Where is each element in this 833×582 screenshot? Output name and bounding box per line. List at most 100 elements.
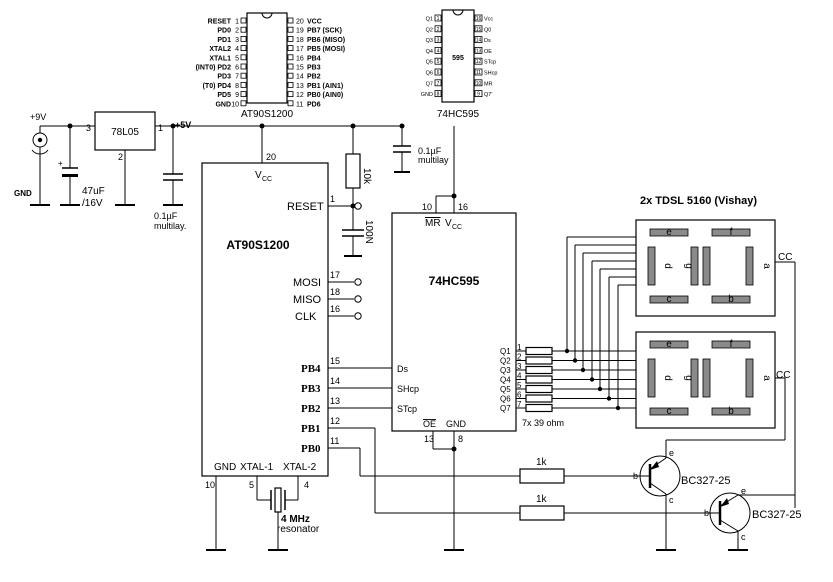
shift-register-body	[391, 212, 517, 432]
svg-text:5: 5	[249, 480, 254, 490]
svg-text:b: b	[633, 471, 638, 481]
q-output-pin: 4	[517, 372, 522, 381]
regulator-78l05	[94, 111, 156, 151]
shift-register-name: 74HC595	[429, 274, 480, 288]
cap-out-type: multilay.	[154, 221, 186, 231]
pinout-right-label: PB0 (AIN0)	[307, 92, 343, 99]
segment-resistor	[525, 375, 553, 384]
q-output-pin: 7	[517, 400, 522, 409]
transistor-2-icon	[709, 492, 751, 534]
svg-text:8: 8	[458, 434, 463, 444]
segment-label: b	[728, 406, 734, 417]
shift-gnd-label: GND	[446, 419, 467, 429]
resistor-array-label: 7x 39 ohm	[522, 418, 564, 428]
cap-in-value: 47uF	[82, 186, 105, 197]
q-output-pin: 2	[517, 353, 522, 362]
driver-resistor-2	[519, 505, 565, 521]
pb1-label: PB1	[301, 423, 321, 435]
pinout-chip-body	[246, 12, 288, 104]
pinout-595-notch	[452, 9, 464, 16]
pinout-left-label: (INT0) PD2	[196, 65, 232, 72]
svg-text:+: +	[58, 159, 63, 168]
reset-resistor	[345, 153, 361, 189]
segment-resistor	[525, 346, 553, 356]
transistor-drivers: 1k 1k b e c BC327-25 b e c BC32	[328, 427, 802, 551]
pinout-595-body-label: 595	[452, 55, 464, 62]
transistor-1-icon	[639, 455, 681, 497]
pinout-595-left-number: 4	[437, 48, 440, 54]
electrolytic-capacitor-icon	[62, 174, 78, 177]
pinout-595-right-label: Q7'	[484, 92, 492, 98]
segment-label: c	[667, 406, 672, 417]
pinout-right-number: 15	[296, 65, 304, 72]
segment-label: g	[683, 263, 694, 269]
q-output-label: Q2	[500, 357, 511, 366]
segment-label: d	[662, 263, 673, 269]
shcp-label: SHcp	[397, 384, 419, 394]
mcu-body	[201, 162, 329, 477]
pinout-left-label: GND	[215, 101, 231, 108]
q-output-pin: 5	[517, 381, 522, 390]
svg-text:3: 3	[86, 123, 91, 133]
svg-text:2: 2	[118, 152, 123, 162]
pinout-595-name: 74HC595	[437, 109, 480, 120]
pinout-left-number: 9	[235, 92, 239, 99]
oe-label: OE	[423, 419, 436, 429]
pb4-label: PB4	[301, 363, 321, 375]
pinout-right-number: 20	[296, 19, 304, 26]
mcu-name: AT90S1200	[226, 238, 289, 252]
pinout-595-right-number: 11	[476, 70, 481, 76]
segment-resistor	[525, 365, 553, 375]
pinout-right-label: PB1 (AIN1)	[307, 83, 343, 90]
pinout-right-number: 16	[296, 55, 304, 62]
cap-595-type: multilay	[418, 155, 449, 165]
pinout-left-number: 3	[235, 37, 239, 44]
pinout-right-number: 18	[296, 37, 304, 44]
svg-text:13: 13	[330, 396, 340, 406]
pinout-right-label: PB5 (MOSI)	[307, 46, 345, 53]
ds-label: Ds	[397, 364, 408, 374]
pinout-left-number: 8	[235, 83, 239, 90]
miso-terminal-icon	[354, 295, 362, 303]
pinout-595-left-label: Q3	[426, 38, 433, 44]
svg-text:15: 15	[330, 356, 340, 366]
resonator-icon	[274, 487, 282, 513]
mosi-label: MOSI	[293, 277, 321, 289]
reset-resistor-value: 10k	[361, 168, 372, 185]
pinout-595-right-number: 12	[476, 59, 482, 65]
display-title: 2x TDSL 5160 (Vishay)	[640, 195, 757, 207]
pinout-595-left-number: 5	[437, 59, 440, 65]
pinout-595-right-label: Ds	[484, 38, 491, 44]
pinout-right-label: PB4	[307, 55, 321, 62]
vin-label: +9V	[30, 112, 46, 122]
vout-label: +5V	[175, 120, 191, 130]
segment-label: c	[667, 294, 672, 305]
q-output-label: Q1	[500, 347, 511, 356]
svg-text:e: e	[669, 448, 674, 458]
pinout-right-number: 14	[296, 74, 304, 81]
pinout-right-number: 13	[296, 83, 304, 90]
pinout-595-left-label: Q4	[426, 49, 433, 55]
stcp-label: STcp	[397, 404, 417, 414]
svg-text:1: 1	[158, 123, 163, 133]
pinout-right-label: PB3	[307, 65, 321, 72]
svg-text:1k: 1k	[536, 457, 548, 468]
shift-vcc-label: V	[445, 218, 452, 229]
pinout-595-left-number: 2	[437, 27, 440, 33]
segment-resistor	[525, 356, 553, 365]
q-output-label: Q7	[500, 404, 511, 413]
segment-resistor	[525, 394, 553, 403]
pinout-left-label: RESET	[208, 19, 232, 26]
driver-resistor-1	[519, 468, 565, 484]
pinout-chip-notch	[261, 12, 273, 19]
pinout-left-number: 1	[235, 19, 239, 26]
pinout-left-number: 10	[231, 101, 239, 108]
clk-label: CLK	[295, 311, 317, 323]
pinout-595-left-label: Q2	[426, 27, 433, 33]
svg-text:4: 4	[304, 480, 309, 490]
